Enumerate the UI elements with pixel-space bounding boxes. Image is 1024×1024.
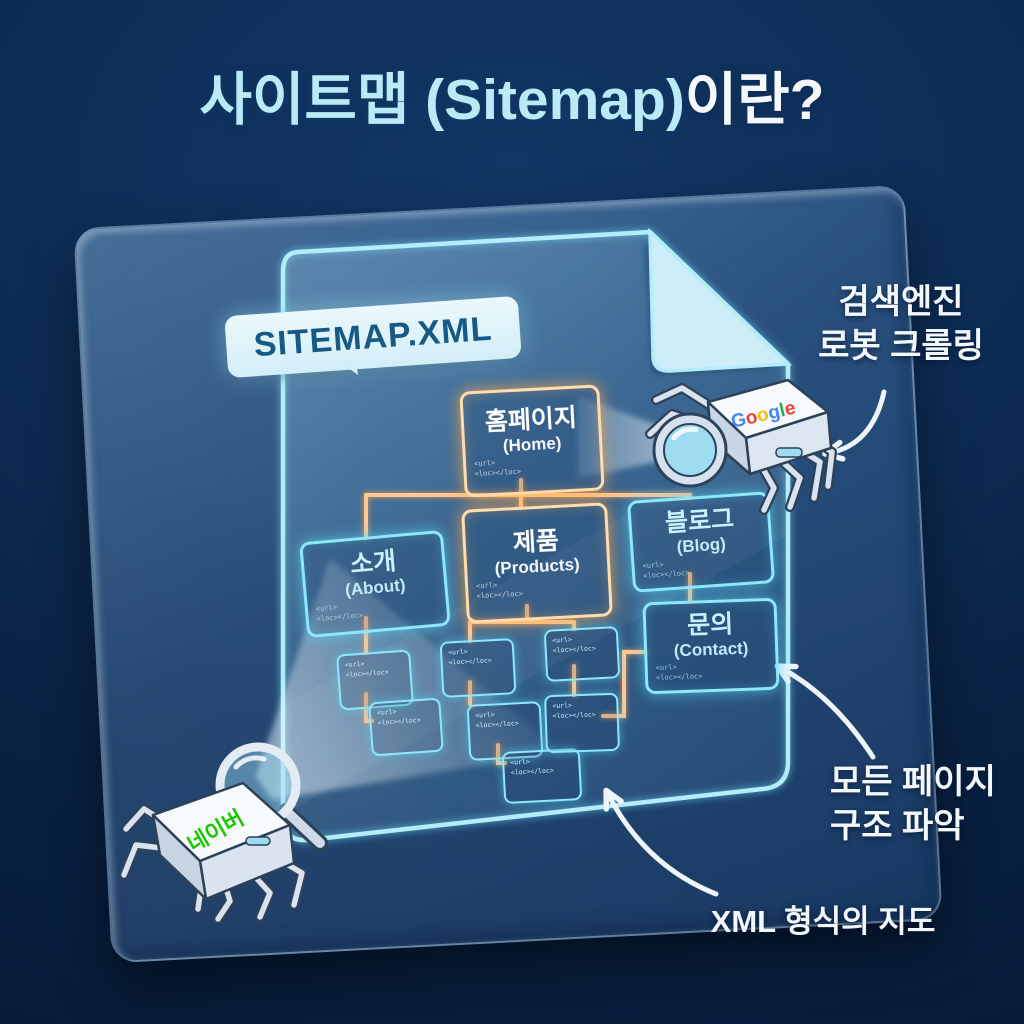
annotation-arrows xyxy=(603,389,887,897)
annotation-crawler-line1: 검색엔진 xyxy=(838,283,964,321)
naver-robot-body xyxy=(151,781,296,901)
code-line: <loc></loc> xyxy=(655,671,703,682)
google-letter: l xyxy=(777,400,787,422)
code-line: <loc></loc> xyxy=(552,644,596,655)
node-blog-code: <url> <loc></loc> xyxy=(642,559,690,581)
node-products-code: <url> <loc></loc> xyxy=(476,580,523,601)
code-line: <loc></loc> xyxy=(474,467,522,478)
connector-sbox7-contact xyxy=(601,650,647,718)
node-contact: 문의 (Contact) <url> <loc></loc> xyxy=(642,597,780,695)
google-beam xyxy=(578,396,676,478)
naver-beam xyxy=(256,558,560,800)
code-line: <loc></loc> xyxy=(510,766,554,777)
google-crawler-robot: Google xyxy=(645,378,837,515)
node-contact-en: (Contact) xyxy=(673,638,749,660)
node-about-ko: 소개 xyxy=(349,547,398,579)
node-products-en: (Products) xyxy=(494,554,581,578)
title-rest: 이란? xyxy=(684,68,825,132)
node-products: 제품 (Products) <url> <loc></loc> xyxy=(461,502,613,624)
naver-crawler-robot: 네이버 xyxy=(119,742,328,923)
annotation-crawler: 검색엔진 로봇 크롤링 xyxy=(796,280,1006,368)
annotation-xml-map: XML 형식의 지도 xyxy=(710,904,936,939)
node-home-en: (Home) xyxy=(502,433,562,456)
annotation-structure-line2: 구조 파악 xyxy=(830,807,965,846)
node-blog-en: (Blog) xyxy=(676,533,727,557)
code-line: <loc></loc> xyxy=(476,589,524,600)
child-box-3: <url> <loc></loc> xyxy=(439,638,517,698)
google-letter: G xyxy=(729,409,748,433)
child-box-2: <url> <loc></loc> xyxy=(368,697,444,757)
connector-lines xyxy=(364,478,692,765)
google-letter: g xyxy=(766,401,782,424)
node-home-code: <url> <loc></loc> xyxy=(474,458,521,479)
google-robot-lens-icon xyxy=(652,412,728,488)
node-contact-code: <url> <loc></loc> xyxy=(656,663,703,683)
child-box-7: <url> <loc></loc> xyxy=(544,692,620,754)
code-line: <loc></loc> xyxy=(552,710,596,720)
annotation-structure: 모든 페이지 구조 파악 xyxy=(830,760,1020,848)
child-box-6: <url> <loc></loc> xyxy=(543,626,621,682)
node-products-ko: 제품 xyxy=(512,526,560,558)
google-letter: o xyxy=(744,406,760,429)
connector-products-down xyxy=(468,604,576,643)
google-letter: o xyxy=(755,404,771,427)
node-contact-ko: 문의 xyxy=(686,610,734,640)
code-line: <loc></loc> xyxy=(642,568,690,580)
sitemap-xml-label: SITEMAP.XML xyxy=(252,309,494,364)
node-home-ko: 홈페이지 xyxy=(484,403,578,437)
node-about-en: (About) xyxy=(344,575,407,600)
light-beams xyxy=(256,396,676,800)
code-line: <loc></loc> xyxy=(448,656,492,667)
connector-sbox1-sbox2 xyxy=(364,692,374,723)
node-home: 홈페이지 (Home) <url> <loc></loc> xyxy=(459,384,605,498)
arrow-to-contact-box xyxy=(774,663,876,760)
google-robot-label: Google xyxy=(729,398,798,433)
arrow-to-sitemap-tree xyxy=(603,787,719,897)
connector-sbox4-sbox5 xyxy=(496,743,507,765)
google-letter: e xyxy=(783,398,798,421)
code-line: <loc></loc> xyxy=(475,719,519,730)
title-highlight: 사이트맵 (Sitemap) xyxy=(199,68,685,132)
page-title: 사이트맵 (Sitemap)이란? xyxy=(0,54,1024,136)
node-about-code: <url> <loc></loc> xyxy=(316,601,364,624)
arrow-to-google-robot xyxy=(822,389,887,462)
document-fold xyxy=(648,227,793,373)
child-box-5: <url> <loc></loc> xyxy=(501,747,583,805)
annotation-structure-line1: 모든 페이지 xyxy=(830,763,996,801)
annotation-crawler-line2: 로봇 크롤링 xyxy=(818,327,984,366)
node-about: 소개 (About) <url> <loc></loc> xyxy=(299,529,451,639)
